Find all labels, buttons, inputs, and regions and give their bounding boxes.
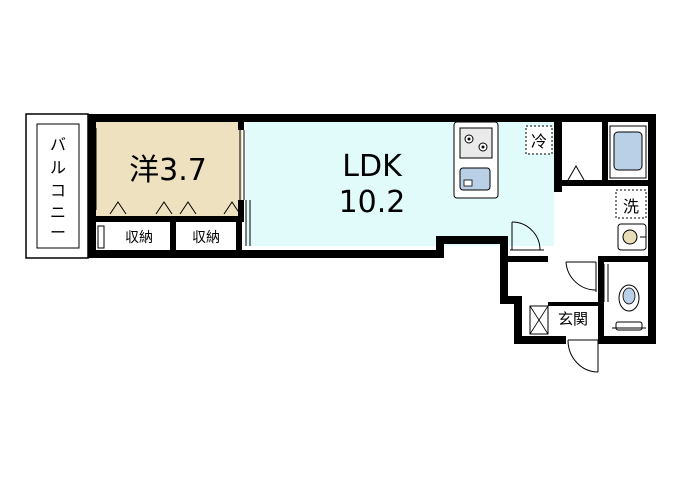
ldk-size-label: 10.2 [339,185,406,220]
washer-space [615,189,647,219]
toilet-door [603,264,609,302]
balcony: バ ル コ ニ ー [25,113,89,259]
entrance-door [567,339,599,373]
walls [88,114,656,344]
toilet-icon [614,280,644,331]
ldk-floor [246,120,554,246]
balcony-label-5: ー [50,223,66,242]
balcony-label-3: コ [50,181,66,200]
fridge-space [525,125,553,155]
fridge-label: 冷 [531,132,547,151]
balcony-window [89,128,97,248]
closet-right [176,222,236,250]
closet-doors [109,201,241,215]
storage-label-right: 収納 [192,230,220,246]
balcony-label-1: バ [50,135,66,154]
washbasin-icon [617,223,647,251]
entrance [529,305,549,335]
washroom-door [565,261,597,292]
entrance-label: 玄関 [558,310,588,328]
western-room-floor [96,120,242,216]
closet-left [108,222,170,250]
balcony-label-4: ニ [50,203,66,222]
western-room-label: 洋3.7 [129,153,207,188]
sink-icon [459,167,491,191]
bathroom-door [567,164,585,181]
bathtub-icon [613,131,643,171]
sliding-door-western-ldk [239,130,251,246]
balcony-label-2: ル [50,158,66,177]
bathroom [609,125,647,179]
stove-icon [459,127,493,159]
ldk-label: LDK [342,149,403,184]
ldk-door [510,221,544,251]
storage-label-left: 収納 [125,230,153,246]
washer-label: 洗 [623,197,639,216]
kitchen-counter [453,121,499,199]
